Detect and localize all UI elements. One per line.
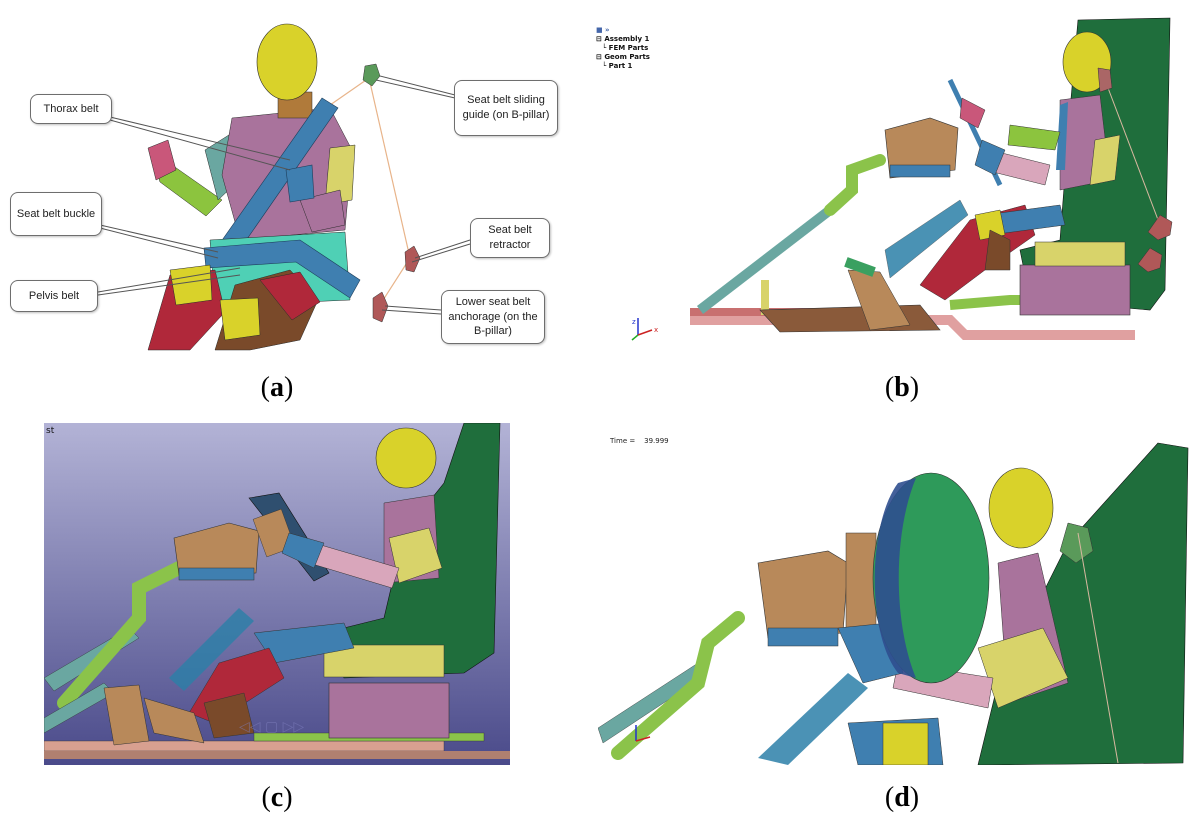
panel-d: Time = 39.999 xyxy=(598,423,1190,765)
panel-c: ◁◁ ▢ ▷▷ st xyxy=(44,423,510,765)
dashboard xyxy=(884,117,959,179)
sliding-guide-marker xyxy=(362,63,381,87)
tree-item-part[interactable]: └ Part 1 xyxy=(602,62,633,70)
dummy-head xyxy=(256,23,318,101)
tree-item-fem-parts[interactable]: └ FEM Parts xyxy=(602,44,649,52)
panel-a: Thorax belt Seat belt buckle Pelvis belt… xyxy=(0,0,580,360)
caption-b: (b) xyxy=(884,372,920,403)
dashboard-d xyxy=(757,550,849,639)
axes-triad-d xyxy=(635,725,651,742)
axis-z-label: z xyxy=(632,318,636,326)
panel-d-figure xyxy=(598,442,1189,765)
lower-anchorage-marker xyxy=(372,291,389,323)
time-label: Time = xyxy=(610,437,636,445)
time-value: 39.999 xyxy=(644,437,669,445)
callout-thorax-belt: Thorax belt xyxy=(30,94,112,124)
tree-root-icon: ■ » xyxy=(596,26,610,34)
dashboard-c xyxy=(173,522,260,576)
retractor-marker xyxy=(404,245,421,273)
callout-retractor: Seat belt retractor xyxy=(470,218,550,258)
callout-pelvis-belt: Pelvis belt xyxy=(10,280,98,312)
dummy-head-d xyxy=(988,467,1054,549)
axis-x-label: x xyxy=(654,326,658,334)
panel-a-figure xyxy=(97,23,471,351)
panel-c-figure: ◁◁ ▢ ▷▷ st xyxy=(44,423,510,759)
time-readout: Time = 39.999 xyxy=(610,437,669,445)
panel-b: z x ■ » ⊟ Assembly 1 └ FEM Parts ⊟ Geom … xyxy=(590,10,1190,360)
dummy-head-c xyxy=(375,427,437,489)
axes-triad: z x xyxy=(631,318,658,341)
playback-controls[interactable]: ◁◁ ▢ ▷▷ xyxy=(239,719,304,735)
callout-sliding-guide: Seat belt sliding guide (on B-pillar) xyxy=(454,80,558,136)
tree-fem-parts-label: FEM Parts xyxy=(608,44,649,52)
callout-lower-anchorage: Lower seat belt anchorage (on the B-pill… xyxy=(441,290,545,344)
model-tree: ■ » ⊟ Assembly 1 └ FEM Parts ⊟ Geom Part… xyxy=(596,26,650,71)
callout-seat-belt-buckle: Seat belt buckle xyxy=(10,192,102,236)
svg-text:◁◁ ▢ ▷▷: ◁◁ ▢ ▷▷ xyxy=(239,719,304,735)
panel-b-figure: z x xyxy=(631,17,1173,341)
tree-item-assembly[interactable]: ⊟ Assembly 1 xyxy=(596,35,650,43)
tree-geom-parts-label: Geom Parts xyxy=(604,53,650,61)
caption-a: (a) xyxy=(260,372,294,403)
caption-c: (c) xyxy=(261,782,293,813)
tree-part-label: Part 1 xyxy=(608,62,633,70)
tree-item-geom-parts[interactable]: ⊟ Geom Parts xyxy=(596,53,650,61)
corner-text: st xyxy=(46,426,55,436)
caption-d: (d) xyxy=(884,782,920,813)
tree-assembly-label: Assembly 1 xyxy=(604,35,650,43)
